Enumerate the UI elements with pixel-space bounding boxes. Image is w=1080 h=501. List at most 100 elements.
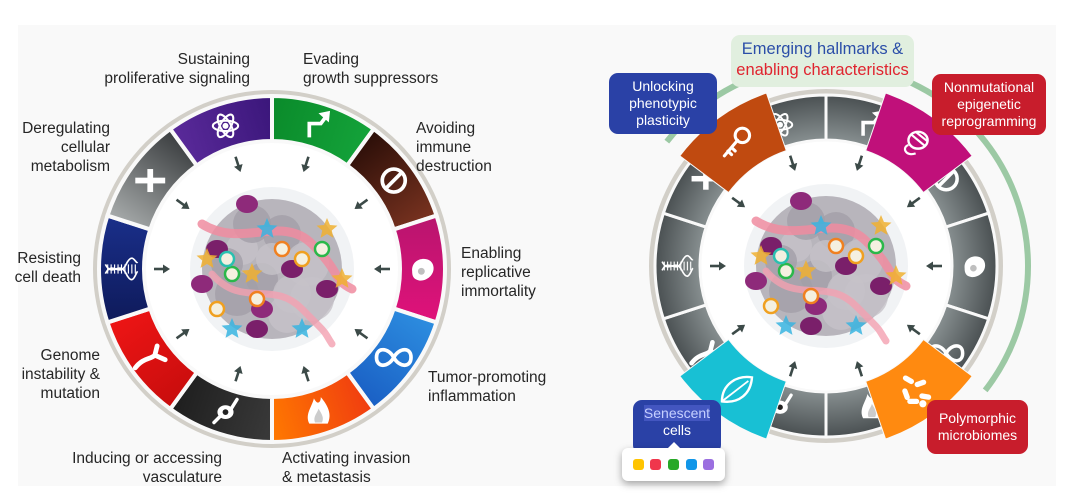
label-line: microbiomes — [937, 427, 1018, 443]
flame-icon — [307, 397, 330, 424]
label-line: Polymorphic — [938, 410, 1016, 426]
label-line: Inducing or accessing — [72, 450, 222, 467]
inward-arrow-icon — [154, 264, 170, 274]
migrating-cell-icon — [212, 397, 239, 425]
swatch-purple[interactable] — [703, 459, 715, 470]
tile-nonmutational-epigenetic-reprogramming — [865, 92, 973, 194]
arrow-turn-icon — [307, 110, 331, 138]
dna-icon — [661, 254, 694, 277]
inward-arrow-icon — [354, 198, 369, 210]
label-line: proliferative signaling — [104, 70, 250, 87]
label-line: metabolism — [30, 158, 110, 175]
label-line: Genome — [40, 347, 100, 364]
inward-arrow-icon — [234, 366, 243, 382]
label-line: epigenetic — [957, 96, 1021, 112]
immune-cell-icon — [412, 258, 434, 281]
segment-gray-avoiding-immune-destruction — [943, 211, 999, 321]
label-tumor-promoting-inflammation: Tumor-promoting inflammation — [428, 368, 546, 406]
label-line: mutation — [40, 385, 100, 402]
label-line: phenotypic — [629, 95, 697, 111]
inward-arrow-icon — [354, 328, 369, 340]
label-line: Avoiding — [416, 120, 476, 137]
cross-icon — [691, 167, 721, 190]
inward-arrow-icon — [710, 261, 726, 271]
prohibited-icon — [380, 167, 408, 194]
label-avoiding-immune-destruction: Avoiding immune destruction — [416, 119, 492, 176]
inward-arrow-icon — [926, 261, 942, 271]
swatch-blue[interactable] — [685, 459, 697, 470]
label-deregulating-cellular-metabolism: Deregulating cellular metabolism — [0, 119, 110, 176]
tile-senescent-cells — [679, 338, 787, 440]
label-unlocking-phenotypic-plasticity: Unlocking phenotypic plasticity — [609, 73, 717, 134]
title-line-2: enabling characteristics — [736, 61, 909, 79]
label-line: cell death — [14, 269, 81, 286]
title-line-1: Emerging hallmarks & — [741, 40, 904, 58]
label-line: Enabling — [461, 245, 522, 262]
inward-arrow-icon — [234, 156, 243, 172]
inward-arrow-icon — [175, 198, 190, 210]
label-line: instability & — [21, 366, 100, 383]
swatch-red[interactable] — [650, 459, 662, 470]
highlight-color-picker — [622, 442, 725, 481]
inward-arrow-icon — [731, 324, 746, 336]
dna-icon — [104, 257, 139, 281]
label-evading-growth-suppressors: Evading growth suppressors — [303, 50, 438, 88]
emerging-hallmarks-title: Emerging hallmarks & enabling characteri… — [731, 35, 914, 87]
label-line: growth suppressors — [303, 70, 439, 87]
immune-cell-icon — [964, 256, 986, 278]
blood-vessel-icon — [132, 343, 168, 371]
inward-arrow-icon — [788, 361, 798, 377]
label-line[interactable]: cells — [662, 422, 691, 438]
label-line: replicative — [461, 264, 531, 281]
infinity-icon — [374, 347, 413, 368]
label-sustaining-proliferative-signaling: Sustaining proliferative signaling — [96, 50, 250, 88]
segment-gray-genome-instability — [653, 211, 709, 321]
label-line: inflammation — [428, 388, 516, 405]
cross-icon — [135, 169, 166, 193]
label-genome-instability: Genome instability & mutation — [10, 346, 100, 403]
label-line: immune — [416, 139, 472, 156]
inward-arrow-icon — [301, 156, 310, 172]
leaf-icon — [720, 375, 754, 403]
inward-arrow-icon — [854, 155, 864, 171]
label-line: Tumor-promoting — [428, 369, 547, 386]
label-line: vasculature — [142, 469, 222, 486]
label-enabling-replicative-immortality: Enabling replicative immortality — [461, 244, 536, 301]
atom-icon — [211, 113, 240, 139]
label-line: plasticity — [636, 112, 690, 128]
label-polymorphic-microbiomes: Polymorphic microbiomes — [927, 400, 1028, 454]
inward-arrow-icon — [374, 264, 390, 274]
label-line: Unlocking — [632, 78, 694, 94]
tumor-illustration — [744, 184, 911, 348]
selected-text[interactable]: Senescent — [643, 405, 711, 421]
tumor-illustration — [190, 187, 357, 351]
label-line: Activating invasion — [282, 450, 411, 467]
label-resisting-cell-death: Resisting cell death — [0, 249, 81, 287]
bacteria-icon — [902, 375, 932, 408]
segment-deregulating-cellular-metabolism — [167, 93, 274, 169]
inward-arrow-icon — [175, 328, 190, 340]
label-line: & metastasis — [282, 469, 371, 486]
key-icon — [722, 126, 752, 158]
inward-arrow-icon — [788, 155, 798, 171]
inward-arrow-icon — [906, 196, 921, 208]
label-line: destruction — [416, 158, 492, 175]
inward-arrow-icon — [301, 366, 310, 382]
inward-arrow-icon — [906, 324, 921, 336]
label-activating-invasion-metastasis: Activating invasion & metastasis — [282, 449, 410, 487]
inward-arrow-icon — [854, 361, 864, 377]
label-line: immortality — [461, 283, 536, 300]
chromatin-icon — [903, 130, 929, 156]
label-line: Evading — [303, 51, 360, 68]
label-line: Resisting — [17, 250, 81, 267]
label-line: reprogramming — [941, 113, 1037, 129]
swatch-green[interactable] — [667, 459, 679, 470]
label-line: Sustaining — [177, 51, 250, 68]
label-line: cellular — [60, 139, 110, 156]
swatch-yellow[interactable] — [632, 459, 644, 470]
label-line: Deregulating — [22, 120, 110, 137]
inward-arrow-icon — [731, 196, 746, 208]
label-nonmutational-epigenetic-reprogramming: Nonmutational epigenetic reprogramming — [932, 74, 1046, 135]
label-inducing-vasculature: Inducing or accessing vasculature — [40, 449, 222, 487]
